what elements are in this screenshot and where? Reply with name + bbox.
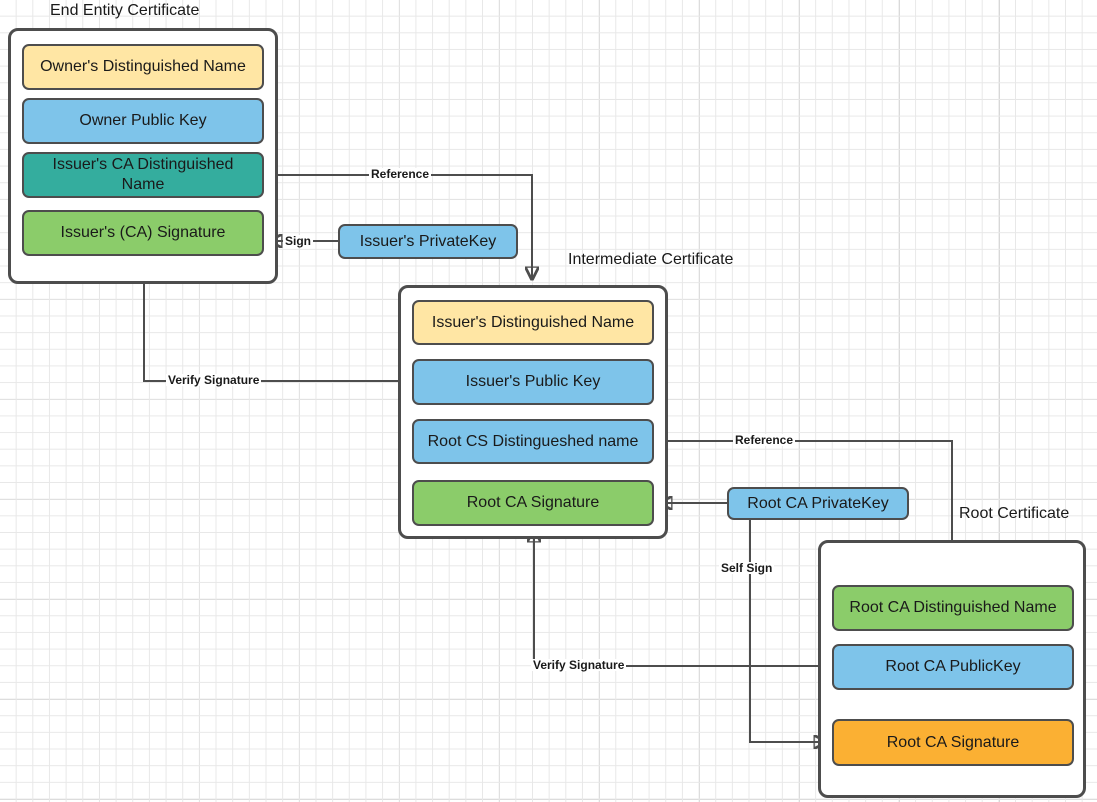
edge-label-sign-1: Sign	[283, 234, 313, 248]
field-root-ca-distinguished-name[interactable]: Root CA Distinguished Name	[832, 585, 1074, 631]
key-issuer-private-key[interactable]: Issuer's PrivateKey	[338, 224, 518, 259]
field-issuer-ca-distinguished-name[interactable]: Issuer's CA Distinguished Name	[22, 152, 264, 198]
group-title-intermediate: Intermediate Certificate	[568, 251, 734, 268]
field-root-ca-signature-intermediate[interactable]: Root CA Signature	[412, 480, 654, 526]
field-issuers-ca-signature[interactable]: Issuer's (CA) Signature	[22, 210, 264, 256]
field-owner-distinguished-name[interactable]: Owner's Distinguished Name	[22, 44, 264, 90]
group-title-root: Root Certificate	[959, 505, 1070, 522]
field-issuer-distinguished-name[interactable]: Issuer's Distinguished Name	[412, 300, 654, 345]
edge-self-sign	[749, 517, 826, 742]
edge-verify-signature-2	[534, 530, 832, 667]
edge-label-verify-signature-1: Verify Signature	[166, 373, 262, 387]
edge-label-self-sign: Self Sign	[719, 561, 775, 575]
field-issuer-public-key[interactable]: Issuer's Public Key	[412, 359, 654, 405]
field-root-cs-distingueshed-name[interactable]: Root CS Distingueshed name	[412, 419, 654, 464]
edge-label-reference-2: Reference	[733, 433, 796, 447]
field-root-ca-signature-root[interactable]: Root CA Signature	[832, 719, 1074, 766]
edge-label-reference-1: Reference	[369, 167, 432, 181]
edge-label-verify-signature-2: Verify Signature	[531, 658, 627, 672]
field-owner-public-key[interactable]: Owner Public Key	[22, 98, 264, 144]
group-title-end-entity: End Entity Certificate	[50, 2, 200, 19]
key-root-ca-private-key[interactable]: Root CA PrivateKey	[727, 487, 909, 520]
field-root-ca-public-key[interactable]: Root CA PublicKey	[832, 644, 1074, 690]
